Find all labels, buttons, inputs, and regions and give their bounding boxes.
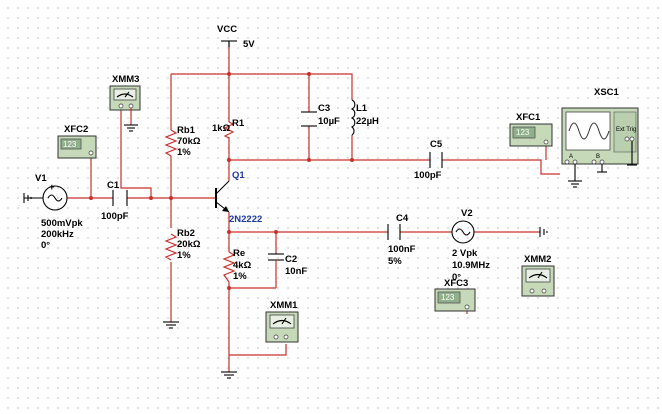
rb2-tolerance: 1% (177, 250, 191, 261)
xsc1-channel-b-label: B (596, 154, 600, 160)
multimeter-xmm1[interactable]: XMM1 (265, 300, 299, 343)
frequency-counter-xfc1[interactable]: XFC1 123 (509, 112, 553, 147)
c1-value: 100pF (101, 211, 129, 222)
rb2-name: Rb2 (177, 228, 195, 239)
c1-name: C1 (107, 180, 120, 191)
ground-emitter (221, 371, 237, 379)
ground-rb2 (163, 321, 179, 329)
xmm3-name: XMM3 (112, 74, 139, 85)
l1-name: L1 (356, 103, 368, 114)
multimeter-xmm2[interactable]: XMM2 (521, 254, 555, 297)
frequency-counter-xfc2[interactable]: XFC2 123 (57, 124, 97, 159)
re-tolerance: 1% (233, 271, 247, 282)
v2-frequency: 10.9MHz (452, 260, 490, 271)
c4-value: 100nF (388, 244, 416, 255)
capacitor-c3[interactable]: C3 10µF (301, 103, 340, 127)
junctions (89, 72, 354, 290)
v1-name: V1 (35, 173, 47, 184)
capacitor-c2[interactable]: C2 10nF (268, 253, 307, 277)
xfc2-name: XFC2 (64, 124, 88, 135)
frequency-counter-xfc3[interactable]: XFC3 123 (434, 278, 476, 312)
c3-name: C3 (318, 103, 330, 114)
capacitor-c5[interactable]: C5 100pF (414, 139, 443, 181)
vcc-supply[interactable]: VCC 5V (217, 24, 255, 50)
xfc3-name: XFC3 (444, 278, 468, 289)
c2-name: C2 (285, 254, 297, 265)
rb1-tolerance: 1% (177, 147, 191, 158)
v2-amplitude: 2 Vpk (452, 248, 478, 259)
xfc2-display: 123 (63, 140, 77, 149)
xfc1-name: XFC1 (516, 112, 541, 123)
transistor-q1[interactable]: Q1 2N2222 (215, 170, 262, 225)
oscilloscope-xsc1[interactable]: XSC1 Ext Trig A B (561, 87, 639, 188)
c3-value: 10µF (318, 116, 340, 127)
resistor-re[interactable]: Re 4kΩ 1% (222, 248, 252, 283)
r1-value: 1kΩ (212, 123, 231, 134)
resistor-rb2[interactable]: Rb2 20kΩ 1% (164, 228, 201, 261)
xsc1-channel-a-label: A (569, 154, 573, 160)
capacitor-c4[interactable]: C4 100nF 5% (387, 213, 416, 267)
inductor-l1[interactable]: L1 22µH (350, 99, 379, 136)
vcc-value: 5V (243, 39, 255, 50)
rb1-name: Rb1 (177, 125, 196, 136)
l1-value: 22µH (356, 116, 379, 127)
c5-value: 100pF (414, 170, 442, 181)
multimeter-xmm3[interactable]: XMM3 (109, 74, 141, 132)
resistor-rb1[interactable]: Rb1 70kΩ 1% (164, 125, 201, 158)
vcc-name: VCC (217, 24, 237, 35)
c5-name: C5 (430, 139, 443, 150)
c4-tolerance: 5% (388, 256, 402, 267)
v1-amplitude: 500mVpk (41, 218, 83, 229)
v2-phase: 0° (452, 272, 461, 283)
c2-value: 10nF (285, 266, 307, 277)
capacitor-c1[interactable]: C1 100pF (101, 180, 129, 222)
xmm1-name: XMM1 (270, 300, 298, 311)
rb2-value: 20kΩ (177, 239, 201, 250)
v1-phase: 0° (41, 240, 50, 251)
xsc1-ext-trig-label: Ext Trig (616, 127, 636, 133)
v1-frequency: 200kHz (41, 229, 74, 240)
wires (67, 42, 560, 372)
xsc1-name: XSC1 (594, 87, 620, 98)
xmm2-name: XMM2 (524, 254, 551, 265)
q1-name: Q1 (232, 170, 245, 181)
re-value: 4kΩ (233, 260, 252, 271)
v1-plus-mark: + (49, 182, 55, 193)
xfc3-display: 123 (441, 293, 455, 302)
source-v2[interactable]: V2 2 Vpk 10.9MHz 0° (451, 208, 548, 283)
xfc1-display: 123 (516, 128, 530, 137)
rb1-value: 70kΩ (177, 136, 201, 147)
q1-model: 2N2222 (229, 214, 262, 225)
c4-name: C4 (396, 213, 409, 224)
resistor-r1[interactable]: R1 1kΩ (212, 118, 245, 139)
r1-name: R1 (232, 118, 245, 129)
re-name: Re (233, 248, 245, 259)
source-v1[interactable]: + V1 500mVpk 200kHz 0° (23, 173, 83, 251)
v2-name: V2 (461, 208, 473, 219)
